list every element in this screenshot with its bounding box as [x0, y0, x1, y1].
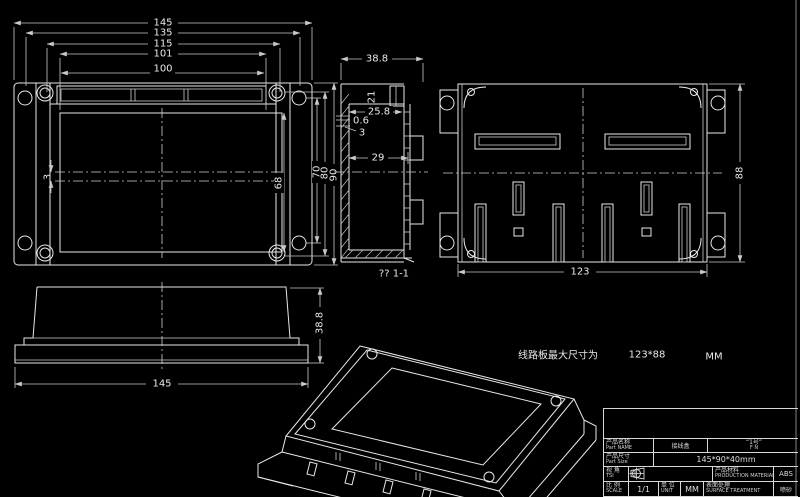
- back-rib-slots: [474, 181, 691, 263]
- dim-135: 135: [153, 28, 172, 39]
- annotation-circuit-board-note: 线路板最大尺寸为 123*88 MM: [518, 349, 723, 363]
- section-clip-bottom: [409, 199, 424, 225]
- title-block: 产品名称 Part NAME 接线盒 “1号” F N 产品尺寸 Part Si…: [603, 408, 798, 497]
- material-value: ABS: [774, 467, 798, 482]
- dim-145-profile: 145: [152, 379, 171, 390]
- section-teeth: [404, 111, 410, 245]
- part-name-value: 接线盒: [654, 439, 708, 453]
- dim-3-offset: 3: [43, 174, 54, 180]
- section-clip-top: [409, 135, 424, 161]
- view-angle-label: 视 角 TSI: [604, 467, 629, 482]
- section-view: 38.8 25.8 21 0.6 3 29 ?? 1-1: [334, 53, 428, 280]
- material-label: 产品材料 PRODUCTION MATERIAL: [713, 467, 774, 482]
- title-block-empty-row: [604, 409, 798, 439]
- dim-123: 123: [570, 267, 589, 278]
- front-dimensions: 145 135 115 101 100 70 80 90 68 3: [13, 17, 340, 266]
- dim-115: 115: [153, 39, 172, 50]
- dim-3: 3: [359, 128, 365, 139]
- annotation-unit: MM: [705, 352, 722, 363]
- drawing-no-cell: “1号” F N: [708, 439, 798, 453]
- profile-dimensions: 38.8 145: [14, 287, 326, 390]
- dim-68: 68: [274, 177, 285, 190]
- projection-cone-icon: [630, 467, 645, 480]
- front-view: 145 135 115 101 100 70 80 90 68 3: [13, 17, 340, 266]
- isometric-view: [257, 345, 597, 497]
- surface-treatment-label: 表面处理 SURFACE TREATMENT: [704, 482, 774, 496]
- dim-100: 100: [153, 64, 172, 75]
- part-name-label: 产品名称 Part NAME: [604, 439, 654, 453]
- surface-treatment-value: 喷砂: [779, 486, 792, 494]
- dim-0-6: 0.6: [353, 116, 369, 127]
- dim-29: 29: [372, 153, 385, 164]
- dim-21: 21: [367, 91, 378, 104]
- back-vent-slots: [474, 133, 691, 150]
- projection-symbols: [629, 467, 713, 482]
- part-size-label: 产品尺寸 Part Size: [604, 453, 654, 467]
- scale-value: 1/1: [629, 482, 659, 496]
- dim-80: 80: [320, 167, 331, 180]
- annotation-size: 123*88: [629, 350, 666, 361]
- dim-38-8: 38.8: [366, 54, 388, 65]
- section-hatching: [340, 93, 404, 259]
- unit-label: 单 位 UNIT: [659, 482, 681, 496]
- section-label: ?? 1-1: [379, 269, 409, 280]
- dim-38-8-profile: 38.8: [315, 312, 326, 334]
- back-mount-tabs: [439, 89, 726, 258]
- unit-value: MM: [681, 482, 704, 496]
- back-view: 88 123: [439, 83, 746, 278]
- part-size-value: 145*90*40mm: [654, 453, 798, 467]
- dim-145: 145: [153, 18, 172, 29]
- dim-90: 90: [329, 169, 340, 182]
- annotation-prefix: 线路板最大尺寸为: [518, 349, 598, 362]
- scale-label: 比 例 SCALE: [604, 482, 629, 496]
- dim-70: 70: [312, 166, 323, 179]
- dim-88: 88: [735, 167, 746, 180]
- back-dimensions: 88 123: [457, 83, 746, 278]
- front-inner-panel: [59, 112, 283, 253]
- section-dimensions: 38.8 25.8 21 0.6 3 29: [336, 53, 424, 164]
- profile-view: 38.8 145: [14, 282, 326, 390]
- dim-101: 101: [153, 49, 172, 60]
- dim-25-8: 25.8: [368, 107, 390, 118]
